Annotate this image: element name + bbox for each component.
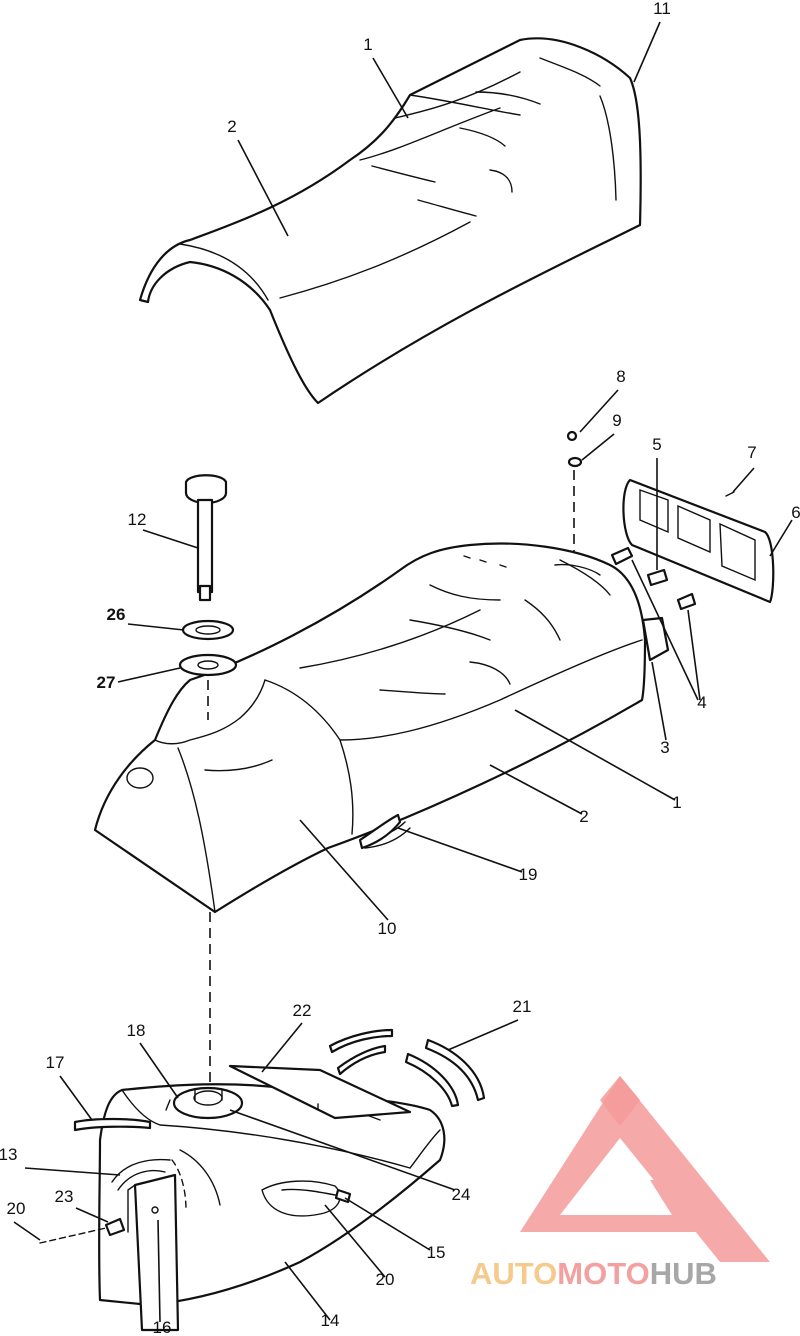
callout-p5: 5 xyxy=(652,435,661,454)
watermark-logo: AUTOMOTOHUB xyxy=(470,1076,770,1291)
straps-drawing xyxy=(328,1028,486,1108)
callout-p17: 17 xyxy=(46,1053,65,1072)
fasteners-drawing xyxy=(566,430,735,611)
callout-p14: 14 xyxy=(321,1311,340,1330)
callout-seat1-11: 11 xyxy=(653,0,671,18)
seat-assembly-drawing xyxy=(93,542,670,914)
watermark-hub-text: HUB xyxy=(650,1256,717,1291)
callout-p1: 1 xyxy=(672,793,681,812)
callout-p19: 19 xyxy=(519,865,538,884)
callout-p4: 4 xyxy=(697,693,706,712)
callout-p22: 22 xyxy=(293,1001,312,1020)
callout-p12: 12 xyxy=(128,510,147,529)
callout-p9: 9 xyxy=(612,411,621,430)
callout-p13: 13 xyxy=(0,1145,17,1164)
callout-p23: 23 xyxy=(55,1187,74,1206)
callout-p8: 8 xyxy=(616,367,625,386)
watermark-moto-text: MOTO xyxy=(557,1256,649,1291)
callout-p2: 2 xyxy=(579,807,588,826)
callout-seat1-2: 2 xyxy=(227,117,236,136)
callout-p26: 26 xyxy=(107,605,126,624)
callout-p6: 6 xyxy=(791,503,800,522)
callout-p21: 21 xyxy=(513,997,532,1016)
callout-p16: 16 xyxy=(153,1318,172,1336)
fuel-tank-drawing xyxy=(39,1083,446,1332)
callout-p20b: 20 xyxy=(376,1270,395,1289)
watermark-auto-text: AUTO xyxy=(470,1256,557,1291)
callout-seat1-1: 1 xyxy=(363,35,372,54)
bracket-drawing xyxy=(622,478,775,604)
callout-p20a: 20 xyxy=(7,1199,26,1218)
watermark-triangle-icon xyxy=(520,1076,770,1262)
callout-p10: 10 xyxy=(378,919,397,938)
pad-drawing xyxy=(358,813,402,850)
callout-p24: 24 xyxy=(452,1185,471,1204)
callout-p7: 7 xyxy=(747,443,756,462)
seat-cover-drawing xyxy=(138,37,642,405)
callout-p3: 3 xyxy=(660,738,669,757)
heat-shield-drawing xyxy=(228,1064,412,1120)
callout-p27: 27 xyxy=(97,673,116,692)
svg-text:AUTOMOTOHUB: AUTOMOTOHUB xyxy=(470,1256,717,1291)
callout-p18: 18 xyxy=(127,1021,146,1040)
fuel-cap-drawing xyxy=(178,474,238,677)
callout-p15: 15 xyxy=(427,1243,446,1262)
